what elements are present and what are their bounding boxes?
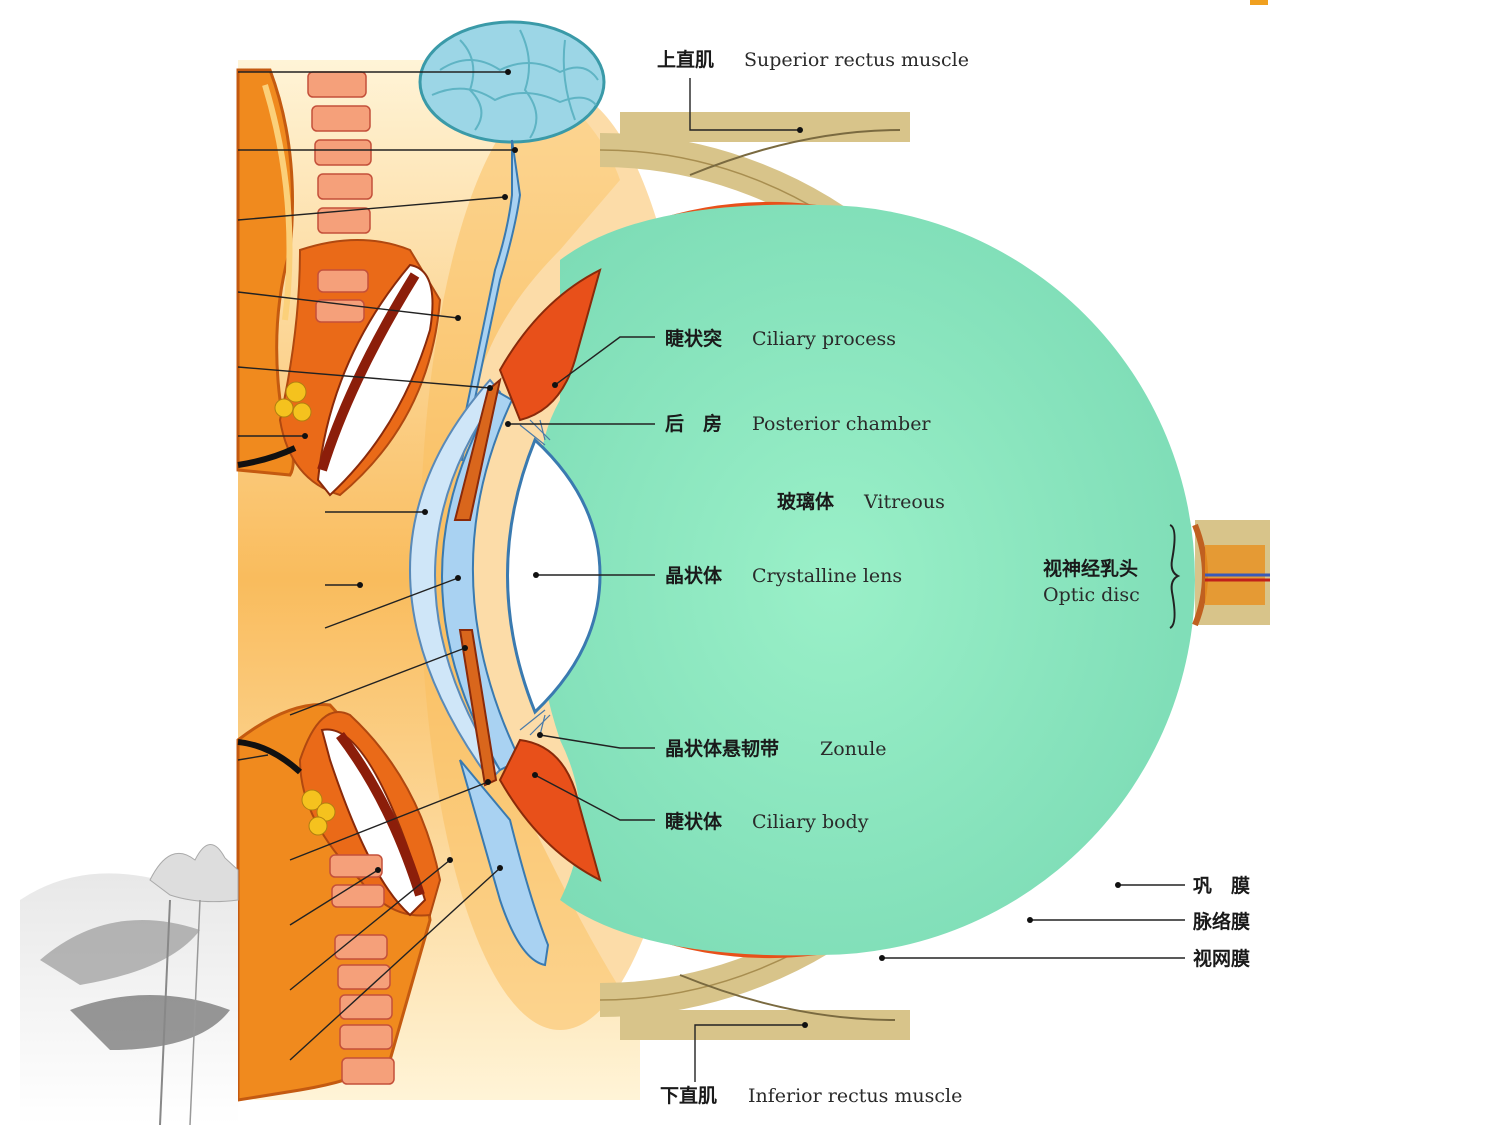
lower-eyelid	[236, 702, 442, 1102]
vitreous-zh: 玻璃体	[777, 490, 835, 513]
crystalline-lens-zh: 晶状体	[665, 564, 723, 587]
left-leader-lines	[237, 71, 515, 1061]
right-leader-lines	[508, 78, 1185, 1082]
ciliary-body-upper	[453, 268, 602, 521]
inferior-rectus-en: Inferior rectus muscle	[748, 1085, 962, 1107]
superior-rectus-zh: 上直肌	[657, 48, 714, 71]
vitreous-en: Vitreous	[863, 491, 945, 513]
corner-mark	[1250, 0, 1268, 5]
zonule-en: Zonule	[820, 738, 886, 760]
vitreous-body	[540, 204, 1195, 956]
superior-rectus-en: Superior rectus muscle	[744, 49, 969, 71]
sclera-zh: 巩 膜	[1193, 874, 1250, 897]
optic-nerve	[1192, 520, 1270, 627]
label-inferior-rectus: 下直肌 Inferior rectus muscle	[660, 1084, 962, 1107]
posterior-chamber-en: Posterior chamber	[752, 413, 931, 435]
posterior-chamber-zh: 后 房	[665, 412, 722, 435]
inferior-rectus-zh: 下直肌	[660, 1084, 717, 1107]
optic-disc-en: Optic disc	[1043, 584, 1140, 606]
ciliary-body-en: Ciliary body	[752, 811, 869, 833]
ciliary-process-zh: 睫状突	[665, 327, 722, 350]
right-leader-dots	[505, 127, 1121, 1028]
label-ciliary-body: 睫状体 Ciliary body	[665, 810, 869, 833]
label-posterior-chamber: 后 房 Posterior chamber	[665, 412, 931, 435]
label-vitreous: 玻璃体 Vitreous	[777, 490, 945, 513]
label-zonule: 晶状体悬韧带 Zonule	[665, 737, 886, 760]
optic-disc-zh: 视神经乳头	[1043, 557, 1138, 580]
choroid-zh: 脉络膜	[1192, 910, 1250, 933]
lacrimal-gland	[418, 20, 606, 462]
left-leader-dots	[302, 69, 518, 873]
crystalline-lens-en: Crystalline lens	[752, 565, 902, 587]
label-optic-disc: 视神经乳头 Optic disc	[1043, 557, 1140, 606]
retina-zh: 视网膜	[1193, 947, 1250, 970]
label-ciliary-process: 睫状突 Ciliary process	[665, 327, 896, 350]
upper-eyelid	[236, 68, 442, 497]
lotus-decoration	[20, 844, 239, 1125]
ciliary-body-zh: 睫状体	[665, 810, 723, 833]
ciliary-body-lower	[458, 629, 602, 882]
ciliary-process-en: Ciliary process	[752, 328, 896, 350]
zonule-zh: 晶状体悬韧带	[665, 737, 779, 760]
label-crystalline-lens: 晶状体 Crystalline lens	[665, 564, 902, 587]
label-superior-rectus: 上直肌 Superior rectus muscle	[657, 48, 969, 71]
crystalline-lens	[506, 419, 602, 736]
